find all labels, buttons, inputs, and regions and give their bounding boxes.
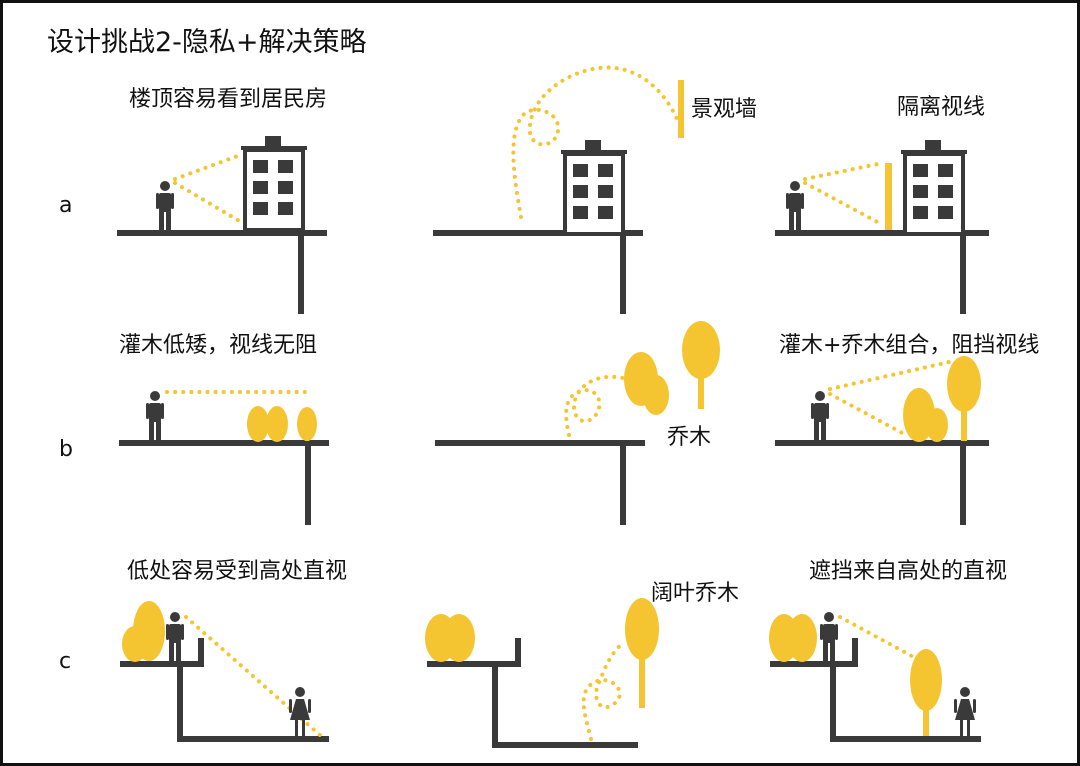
diagram-title: 设计挑战2-隐私+解决策略	[47, 27, 367, 58]
row-c-right	[769, 612, 981, 742]
caption-a-left: 楼顶容易看到居民房	[129, 87, 328, 112]
row-label-a: a	[59, 193, 73, 218]
building-icon	[239, 134, 309, 232]
movement-path	[564, 374, 629, 437]
caption-c-middle: 阔叶乔木	[651, 581, 740, 606]
shrub-icon	[297, 407, 317, 441]
shrub-icon	[769, 614, 817, 662]
terrace	[120, 638, 329, 742]
row-b-right	[775, 356, 989, 525]
person-icon	[146, 391, 164, 440]
sight-line	[838, 615, 923, 663]
caption-b-middle: 乔木	[667, 425, 712, 450]
sight-line	[803, 161, 885, 227]
building-icon	[559, 138, 629, 236]
row-c-middle	[425, 598, 659, 748]
woman-icon	[954, 687, 976, 736]
sight-line	[173, 152, 245, 224]
row-a-right	[775, 138, 989, 314]
roof-slab	[435, 440, 645, 525]
tree-icon	[625, 598, 659, 708]
shrub-icon	[247, 406, 288, 442]
row-label-b: b	[59, 437, 73, 462]
terrace	[770, 638, 981, 742]
shrub-icon	[624, 352, 669, 415]
person-icon	[820, 612, 838, 661]
diagram-artwork	[117, 65, 989, 748]
shrub-icon	[903, 388, 948, 442]
terrace	[427, 638, 638, 748]
caption-a-middle: 景观墙	[691, 97, 758, 122]
caption-b-left: 灌木低矮，视线无阻	[119, 333, 318, 358]
row-a-left	[117, 134, 327, 314]
person-icon	[166, 612, 184, 661]
roof-slab	[119, 440, 329, 525]
landscape-wall-icon	[885, 163, 892, 230]
caption-a-right: 隔离视线	[897, 95, 986, 120]
sight-line	[828, 360, 951, 437]
roof-slab	[775, 440, 989, 525]
person-icon	[786, 181, 804, 230]
row-a-middle	[433, 65, 684, 314]
person-icon	[811, 391, 829, 440]
row-label-c: c	[59, 649, 72, 674]
landscape-wall-icon	[678, 80, 684, 138]
caption-c-right: 遮挡来自高处的直视	[809, 559, 1008, 584]
caption-b-right: 灌木+乔木组合，阻挡视线	[779, 333, 1040, 358]
tree-icon	[910, 649, 942, 736]
roof-slab	[117, 230, 327, 314]
movement-path	[581, 641, 625, 741]
tree-icon	[682, 321, 720, 409]
shrub-icon	[425, 614, 475, 662]
row-b-left	[119, 390, 329, 525]
roof-slab	[433, 230, 643, 314]
row-c-left	[120, 601, 329, 742]
person-icon	[156, 181, 174, 230]
shrub-icon	[122, 601, 165, 662]
roof-slab	[775, 230, 989, 314]
tree-icon	[947, 356, 981, 441]
movement-path	[511, 65, 680, 219]
caption-c-left: 低处容易受到高处直视	[127, 559, 348, 584]
row-b-middle	[435, 321, 720, 525]
sight-line	[184, 615, 323, 738]
woman-icon	[289, 687, 311, 736]
building-icon	[899, 138, 969, 236]
